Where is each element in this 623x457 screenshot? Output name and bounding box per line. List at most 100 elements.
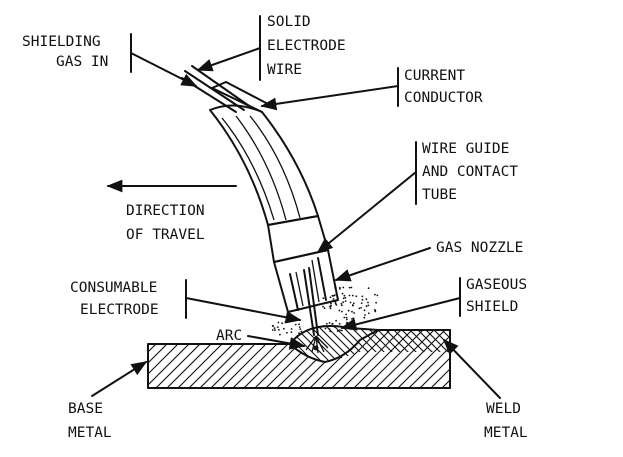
supply-lines xyxy=(181,65,269,113)
hatch-line xyxy=(447,326,450,362)
hatch-line xyxy=(456,320,498,362)
hatch-line xyxy=(464,320,506,362)
shield-dot xyxy=(326,325,328,328)
label-gas-nozzle: GAS NOZZLE xyxy=(436,240,523,256)
shield-dot xyxy=(351,294,354,297)
contact-tube-sleeve xyxy=(267,215,329,263)
shield-dot xyxy=(325,322,328,325)
shield-dot xyxy=(333,326,336,328)
shield-dot xyxy=(342,286,345,289)
gaseous-shield-line-1: GASEOUS xyxy=(466,277,527,293)
hatch-line xyxy=(475,330,533,388)
label-consumable-electrode: CONSUMABLE ELECTRODE xyxy=(70,280,159,318)
hatch-line xyxy=(419,330,450,388)
hatch-line xyxy=(399,326,443,362)
shield-dot xyxy=(340,302,343,305)
shield-dot xyxy=(361,295,364,298)
weld-metal-line-2: METAL xyxy=(484,425,528,441)
shield-dot xyxy=(317,326,320,329)
hatch-line xyxy=(364,330,424,388)
wire-guide-line-2: AND CONTACT xyxy=(422,164,518,180)
shield-dot xyxy=(367,304,370,307)
shield-dot xyxy=(344,300,347,302)
weld-metal-line-1: WELD xyxy=(486,401,521,417)
shield-dot xyxy=(294,323,297,326)
shield-dot xyxy=(367,287,370,290)
hatch-line xyxy=(148,330,160,388)
hatch-line xyxy=(464,330,522,388)
shield-dot xyxy=(330,302,332,305)
consumable-electrode-line-2: ELECTRODE xyxy=(80,302,159,318)
shield-dot xyxy=(374,310,377,313)
shield-dot xyxy=(328,322,331,324)
shield-dot xyxy=(351,310,353,313)
shield-dot xyxy=(355,295,358,298)
consumable-electrode-wire xyxy=(303,267,319,336)
shield-dot xyxy=(360,307,362,309)
shield-dot xyxy=(338,309,341,312)
shield-dot xyxy=(344,296,347,299)
shield-dot xyxy=(365,305,368,308)
current-conductor-line-2: CONDUCTOR xyxy=(404,90,483,106)
shield-dot xyxy=(348,294,351,297)
hatch-line xyxy=(431,326,450,362)
hatch-line xyxy=(298,330,358,388)
shield-dot xyxy=(343,294,346,297)
shield-dot xyxy=(342,301,345,304)
shield-dot xyxy=(351,304,354,306)
shield-dot xyxy=(286,331,288,334)
hatch-line xyxy=(391,326,435,362)
torch-cable xyxy=(209,104,319,226)
shield-dot xyxy=(278,328,280,331)
hatch-line xyxy=(359,326,403,362)
label-wire-guide-contact-tube: WIRE GUIDE AND CONTACT TUBE xyxy=(422,141,518,203)
shield-dot xyxy=(336,330,339,332)
shield-dot xyxy=(323,325,325,327)
hatch-line xyxy=(488,320,530,362)
shield-dot xyxy=(368,312,370,315)
shield-dot xyxy=(339,329,341,331)
hatch-line xyxy=(386,330,446,388)
hatch-line xyxy=(486,330,544,388)
label-current-conductor: CURRENT CONDUCTOR xyxy=(404,68,483,106)
hatch-line xyxy=(480,320,522,362)
shield-dot xyxy=(365,298,368,300)
shield-dot xyxy=(324,327,327,330)
shield-dot xyxy=(323,307,326,310)
shield-dot xyxy=(347,309,350,312)
base-metal-line-1: BASE xyxy=(68,401,103,417)
shield-dot xyxy=(298,332,300,335)
shield-dot xyxy=(352,317,355,320)
hatch-line xyxy=(430,330,450,388)
shield-dot xyxy=(341,329,343,332)
wire-guide-line-3: TUBE xyxy=(422,187,457,203)
hatch-line xyxy=(155,330,215,388)
shield-dot xyxy=(363,309,366,312)
shield-dot xyxy=(271,329,274,331)
shield-dot xyxy=(334,302,337,305)
gaseous-shield-line-2: SHIELD xyxy=(466,299,518,315)
weld-metal-bead xyxy=(289,320,530,362)
shield-dot xyxy=(290,331,293,333)
shield-dot xyxy=(360,302,363,304)
shield-dot xyxy=(339,286,341,289)
shield-dot xyxy=(322,297,325,300)
shield-dot xyxy=(348,286,351,289)
shield-dot xyxy=(376,294,379,297)
shield-dot xyxy=(358,307,361,310)
hatch-line xyxy=(148,330,182,388)
label-base-metal: BASE METAL xyxy=(68,401,112,441)
shield-dot xyxy=(274,329,276,331)
hatch-line xyxy=(148,330,204,388)
shield-dot xyxy=(367,301,369,304)
shield-dot xyxy=(345,316,348,319)
shield-dot xyxy=(290,328,293,330)
current-conductor-line-1: CURRENT xyxy=(404,68,465,84)
shield-dot xyxy=(329,330,331,333)
shield-dot xyxy=(271,324,274,327)
shield-dot xyxy=(299,328,302,330)
direction-line-2: OF TRAVEL xyxy=(126,227,205,243)
label-weld-metal: WELD METAL xyxy=(484,401,528,441)
